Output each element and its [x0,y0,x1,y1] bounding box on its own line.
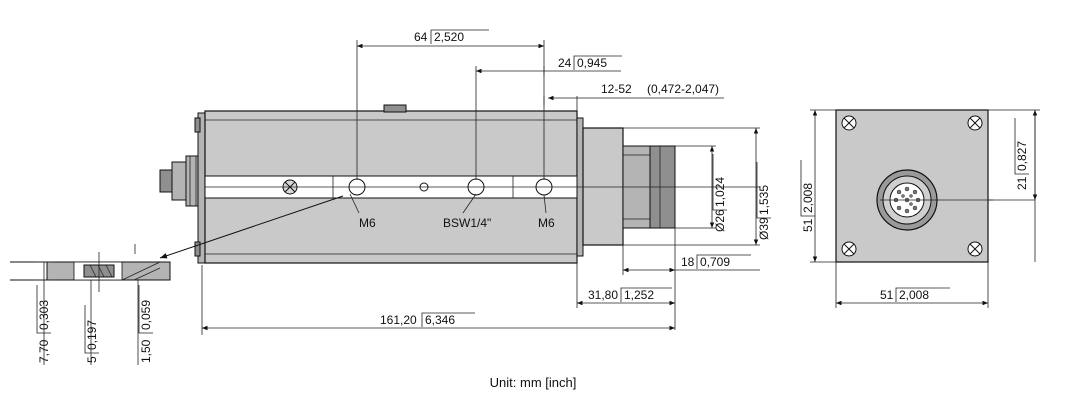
detail-section: 7,70 0,303 5 0,197 1,50 0,059 [10,244,171,365]
dim-range-inch: (0,472-2,047) [647,82,719,96]
dim-64-inch: 2,520 [434,30,464,44]
dim-range: 12-52 [601,82,632,96]
dim-161-20: 161,20 [380,313,417,327]
dim-diam26: Ø26 [713,209,727,232]
dim-21-inch: 0,827 [1015,141,1029,171]
hole-label-right: M6 [538,216,555,230]
rear-connector-cap [159,169,173,193]
dim-51-width: 51 [880,288,894,302]
dim-51-height: 51 [801,218,815,232]
dim-31-80-inch: 1,252 [624,288,654,302]
dim-24-inch: 0,945 [577,56,607,70]
dim-5: 5 [85,356,99,363]
corner-screw [841,241,857,257]
hole-label-left: M6 [359,216,376,230]
front-dimensions: 51 2,008 21 0,827 51 2,008 [800,109,1040,308]
front-view [835,109,1035,263]
dim-diam39: Ø39 [757,217,771,240]
dim-5-inch: 0,197 [85,320,99,350]
dim-31-80: 31,80 [588,288,618,302]
side-dimensions: 64 2,520 24 0,945 12-52 (0,472-2,047) M6… [159,29,771,335]
dim-1-50-inch: 0,059 [139,300,153,330]
front-block [582,127,624,246]
dim-diam26-inch: 1,024 [713,177,727,207]
hole-label-middle: BSW1/4" [443,216,491,230]
dim-24: 24 [558,56,572,70]
connector-pins [893,186,921,214]
dim-64: 64 [414,30,428,44]
dim-1-50: 1,50 [139,339,153,363]
corner-screw [967,241,983,257]
rear-screw-bottom [194,241,201,257]
rear-screw-top [194,117,201,133]
corner-screw [967,115,983,131]
corner-screw [841,115,857,131]
dim-7-70-inch: 0,303 [37,300,51,330]
dim-51-height-inch: 2,008 [801,183,815,213]
dim-diam39-inch: 1,535 [757,185,771,215]
dim-51-width-inch: 2,008 [899,288,929,302]
rear-connector-nut [171,161,187,201]
side-view [159,104,760,264]
dim-21: 21 [1015,176,1029,190]
dim-7-70: 7,70 [37,339,51,363]
unit-note: Unit: mm [inch] [490,375,577,390]
dim-161-20-inch: 6,346 [425,313,455,327]
dim-18-inch: 0,709 [700,255,730,269]
top-boss [383,104,407,113]
dim-18: 18 [681,255,695,269]
